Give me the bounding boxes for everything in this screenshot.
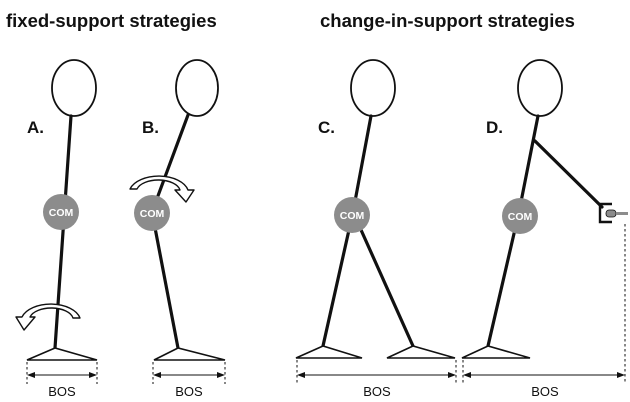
panel-a-bos-arrowhead-left (27, 372, 35, 378)
panel-d-bos-label: BOS (531, 384, 559, 399)
panel-a-bos-arrowhead-right (89, 372, 97, 378)
panel-a-label: A. (27, 118, 44, 137)
panel-d: D. COM BOS (461, 59, 628, 399)
panel-c-com-marker (334, 197, 370, 233)
panel-c-head (350, 59, 396, 117)
fixed-support-heading: fixed-support strategies (6, 10, 217, 31)
panel-c-torso (351, 114, 373, 214)
panel-c-bos-label: BOS (363, 384, 391, 399)
panel-c-back-foot (295, 345, 363, 359)
panel-c: C. COM BOS (295, 59, 457, 399)
panel-d-label: D. (486, 118, 503, 137)
panel-b-leg (150, 210, 180, 350)
panel-d-foot (461, 345, 531, 359)
panel-a-rotation-arrow-icon (15, 303, 81, 331)
panel-c-front-leg (351, 210, 415, 348)
panel-b-rotation-arrow-icon (129, 175, 195, 203)
panel-d-handrail-grab-icon (598, 202, 628, 224)
panel-d-leg (486, 210, 521, 348)
panel-a-com-label: COM (49, 207, 74, 219)
panel-d-torso (517, 114, 540, 214)
panel-c-label: C. (318, 118, 335, 137)
panel-b-bos-arrowhead-left (153, 372, 161, 378)
panel-b-com-marker (134, 195, 170, 231)
panel-c-back-leg (321, 210, 355, 348)
panel-a-foot (26, 347, 98, 361)
panel-c-bos-arrowhead-right (448, 372, 456, 378)
panel-b-label: B. (142, 118, 159, 137)
panel-d-com-label: COM (508, 211, 533, 223)
panel-c-front-foot (386, 345, 456, 359)
panel-b-bos-arrowhead-right (217, 372, 225, 378)
panel-d-arm (533, 139, 604, 209)
panel-d-bos-arrowhead-left (463, 372, 471, 378)
panel-b-torso (150, 113, 190, 214)
panel-c-com-label: COM (340, 210, 365, 222)
panel-a-head (51, 59, 97, 117)
panel-a-bos-label: BOS (48, 384, 76, 399)
panel-b-head (175, 59, 219, 117)
panel-b-bos-label: BOS (175, 384, 203, 399)
panel-d-bos-arrowhead-right (617, 372, 625, 378)
panel-b-foot (153, 347, 226, 361)
panel-a-body-line (53, 114, 73, 350)
panel-d-com-marker (502, 198, 538, 234)
panel-b-com-label: COM (140, 208, 165, 220)
panel-b: B. COM BOS (129, 59, 226, 399)
panel-a: A. COM BOS (15, 59, 98, 399)
panel-a-com-marker (43, 194, 79, 230)
panel-c-bos-arrowhead-left (297, 372, 305, 378)
change-in-support-heading: change-in-support strategies (320, 10, 575, 31)
panel-d-head (517, 59, 563, 117)
